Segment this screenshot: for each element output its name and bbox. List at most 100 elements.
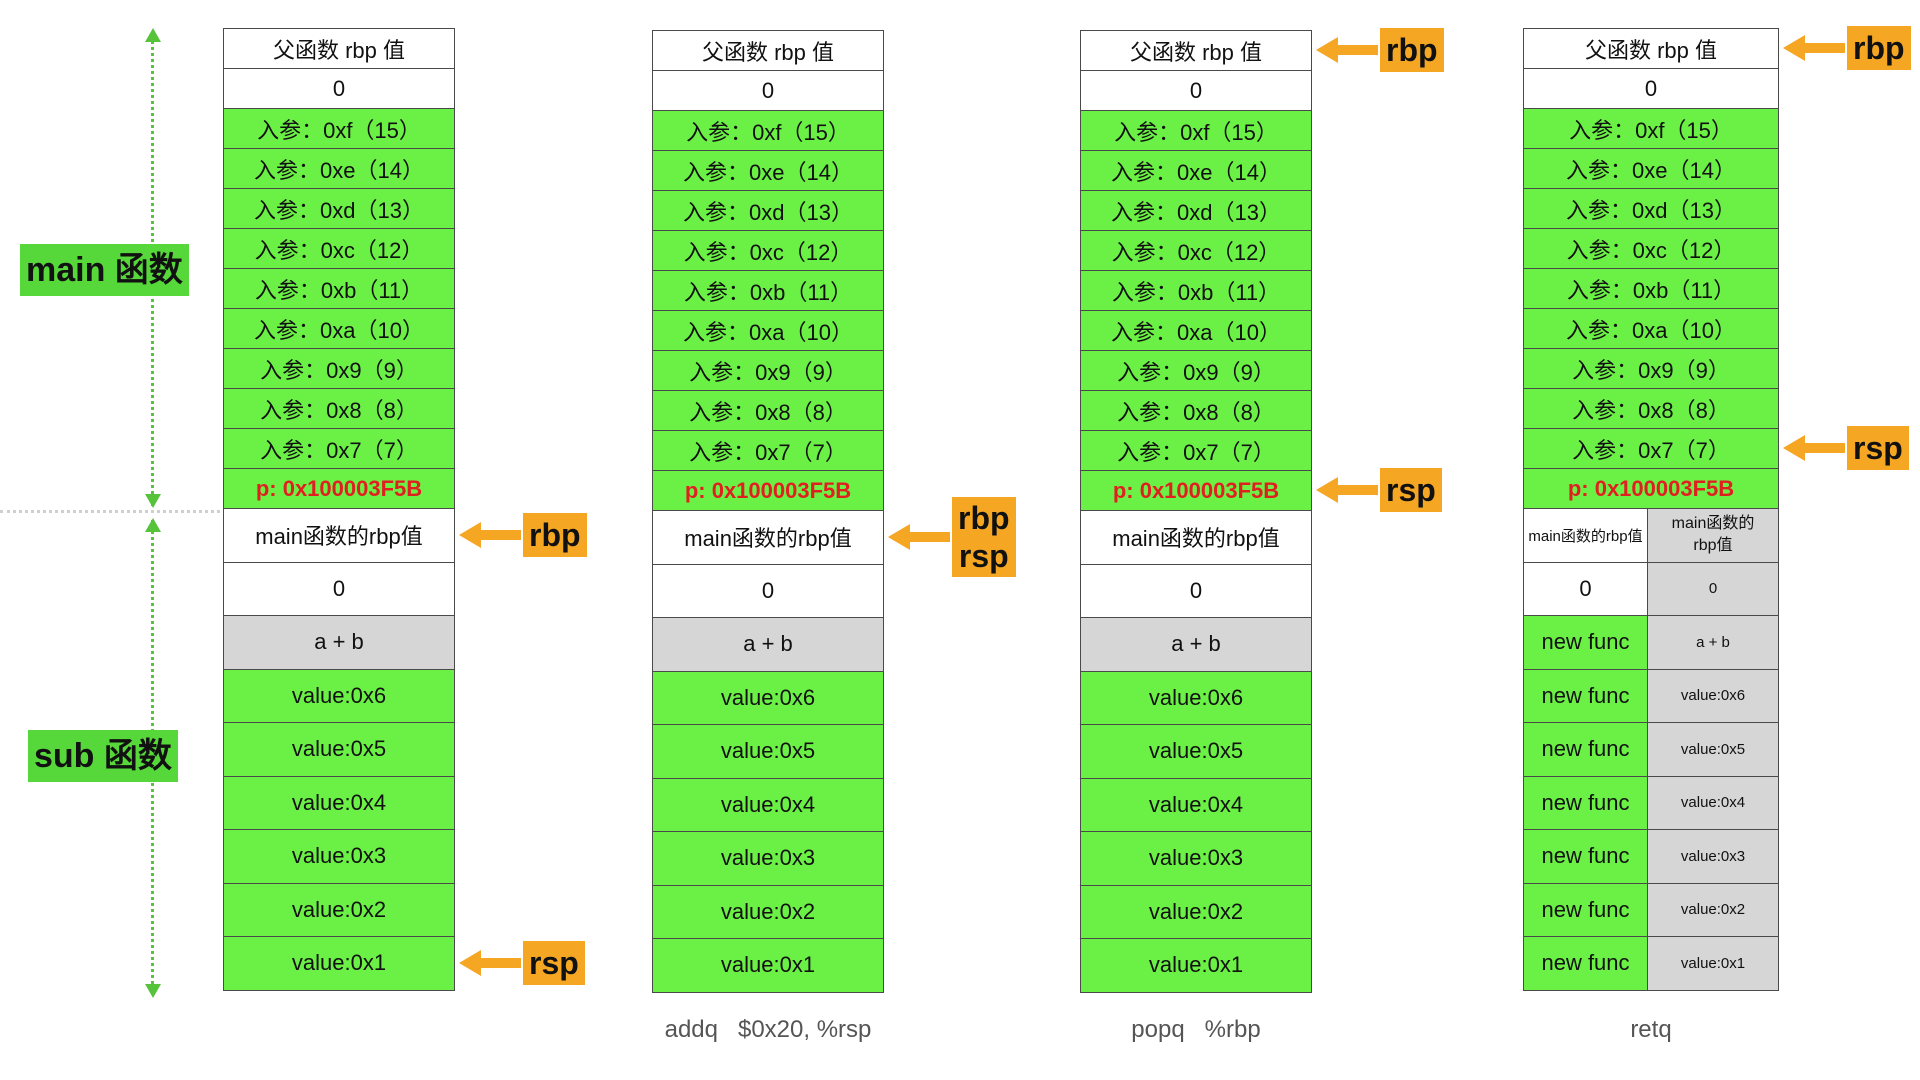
parent-rbp-cell: 父函数 rbp 值 — [1080, 30, 1312, 71]
register-label: rbp — [1847, 26, 1911, 70]
local-value-cell: value:0x3 — [223, 829, 455, 884]
main-rbp-cell: main函数的rbp值 — [652, 510, 884, 565]
parent-rbp-cell: 父函数 rbp 值 — [1523, 28, 1779, 69]
register-label: rsp — [1847, 426, 1909, 470]
argument-cell: 入参：0xa（10） — [1523, 308, 1779, 349]
argument-cell: 入参：0x8（8） — [1523, 388, 1779, 429]
local-value-cell: value:0x4 — [1080, 777, 1312, 832]
local-value-cell: value:0x1 — [223, 936, 455, 991]
new-frame-cell: new func — [1523, 775, 1648, 830]
argument-cell: 入参：0xd（13） — [1523, 188, 1779, 229]
argument-cell: 入参：0xb（11） — [652, 270, 884, 311]
main-frame-label: main 函数 — [20, 244, 189, 296]
argument-cell: 入参：0xa（10） — [1080, 310, 1312, 351]
zero-cell: 0 — [223, 561, 455, 616]
argument-cell: 入参：0xc（12） — [1080, 230, 1312, 271]
frame-divider-line — [0, 510, 220, 513]
new-frame-cell: new func — [1523, 615, 1648, 670]
zero-cell: 0 — [652, 563, 884, 618]
argument-cell: 入参：0xb（11） — [1523, 268, 1779, 309]
left-arrow-icon — [1316, 477, 1378, 503]
register-pointer: rbp — [1316, 28, 1444, 72]
local-value-cell: value:0x2 — [1080, 884, 1312, 939]
local-value-cell: value:0x3 — [1080, 831, 1312, 886]
new-frame-cell: new func — [1523, 668, 1648, 723]
return-address-cell: p: 0x100003F5B — [223, 468, 455, 509]
argument-cell: 入参：0xc（12） — [652, 230, 884, 271]
stale-frame-cell: a + b — [1647, 615, 1779, 670]
argument-cell: 入参：0x7（7） — [1080, 430, 1312, 471]
register-pointer: rsp — [1783, 426, 1909, 470]
local-value-cell: value:0x5 — [1080, 724, 1312, 779]
argument-cell: 入参：0x9（9） — [1523, 348, 1779, 389]
local-value-cell: value:0x5 — [223, 722, 455, 777]
argument-cell: 入参：0xe（14） — [1080, 150, 1312, 191]
stale-frame-cell: value:0x6 — [1647, 668, 1779, 723]
left-arrow-icon — [1783, 35, 1845, 61]
argument-cell: 入参：0xf（15） — [1523, 108, 1779, 149]
left-arrow-icon — [1783, 435, 1845, 461]
instruction-caption: retq — [1630, 1016, 1672, 1043]
register-label: rsp — [1380, 468, 1442, 512]
stale-frame-cell: value:0x3 — [1647, 829, 1779, 884]
argument-cell: 入参：0x8（8） — [223, 388, 455, 429]
argument-cell: 入参：0x7（7） — [223, 428, 455, 469]
register-pointer: rsp — [1316, 468, 1442, 512]
argument-cell: 入参：0x7（7） — [652, 430, 884, 471]
argument-cell: 入参：0x9（9） — [652, 350, 884, 391]
local-value-cell: value:0x6 — [1080, 670, 1312, 725]
stale-frame-cell: value:0x1 — [1647, 936, 1779, 991]
argument-cell: 入参：0xf（15） — [223, 108, 455, 149]
local-value-cell: value:0x4 — [652, 777, 884, 832]
zero-cell: 0 — [223, 68, 455, 109]
local-value-cell: value:0x6 — [223, 668, 455, 723]
argument-cell: 入参：0xc（12） — [1523, 228, 1779, 269]
stale-frame-cell: 0 — [1647, 561, 1779, 616]
local-value-cell: value:0x3 — [652, 831, 884, 886]
argument-cell: 入参：0xd（13） — [223, 188, 455, 229]
argument-cell: 入参：0xd（13） — [1080, 190, 1312, 231]
argument-cell: 入参：0xa（10） — [223, 308, 455, 349]
sum-cell: a + b — [652, 617, 884, 672]
argument-cell: 入参：0xb（11） — [223, 268, 455, 309]
sum-cell: a + b — [223, 615, 455, 670]
left-arrow-icon — [888, 523, 950, 550]
argument-cell: 入参：0xd（13） — [652, 190, 884, 231]
argument-cell: 入参：0xf（15） — [652, 110, 884, 151]
zero-cell: 0 — [1523, 68, 1779, 109]
stale-frame-cell: value:0x4 — [1647, 775, 1779, 830]
new-frame-cell: new func — [1523, 829, 1648, 884]
return-address-cell: p: 0x100003F5B — [1080, 470, 1312, 511]
new-frame-cell: new func — [1523, 936, 1648, 991]
parent-rbp-cell: 父函数 rbp 值 — [223, 28, 455, 69]
register-pointer: rbp — [459, 512, 587, 557]
main-rbp-cell: main函数的rbp值 — [1080, 510, 1312, 565]
argument-cell: 入参：0x9（9） — [1080, 350, 1312, 391]
left-arrow-icon — [459, 949, 521, 976]
stale-frame-cell: main函数的 rbp值 — [1647, 508, 1779, 563]
register-pointer: rsp — [459, 940, 585, 985]
argument-cell: 入参：0x7（7） — [1523, 428, 1779, 469]
argument-cell: 入参：0xc（12） — [223, 228, 455, 269]
local-value-cell: value:0x4 — [223, 775, 455, 830]
argument-cell: 入参：0xe（14） — [223, 148, 455, 189]
stale-frame-cell: value:0x5 — [1647, 722, 1779, 777]
local-value-cell: value:0x1 — [1080, 938, 1312, 993]
argument-cell: 入参：0xb（11） — [1080, 270, 1312, 311]
new-frame-cell: new func — [1523, 722, 1648, 777]
stale-frame-cell: value:0x2 — [1647, 882, 1779, 937]
register-label: rbp — [523, 512, 587, 557]
left-arrow-icon — [459, 521, 521, 548]
new-frame-cell: new func — [1523, 882, 1648, 937]
return-address-cell: p: 0x100003F5B — [1523, 468, 1779, 509]
new-frame-cell: main函数的rbp值 — [1523, 508, 1648, 563]
instruction-caption: addq $0x20, %rsp — [664, 1016, 872, 1043]
local-value-cell: value:0x1 — [652, 938, 884, 993]
zero-cell: 0 — [1080, 563, 1312, 618]
argument-cell: 入参：0xf（15） — [1080, 110, 1312, 151]
register-label: rsp — [523, 940, 585, 985]
local-value-cell: value:0x2 — [652, 884, 884, 939]
argument-cell: 入参：0x9（9） — [223, 348, 455, 389]
local-value-cell: value:0x2 — [223, 882, 455, 937]
local-value-cell: value:0x6 — [652, 670, 884, 725]
